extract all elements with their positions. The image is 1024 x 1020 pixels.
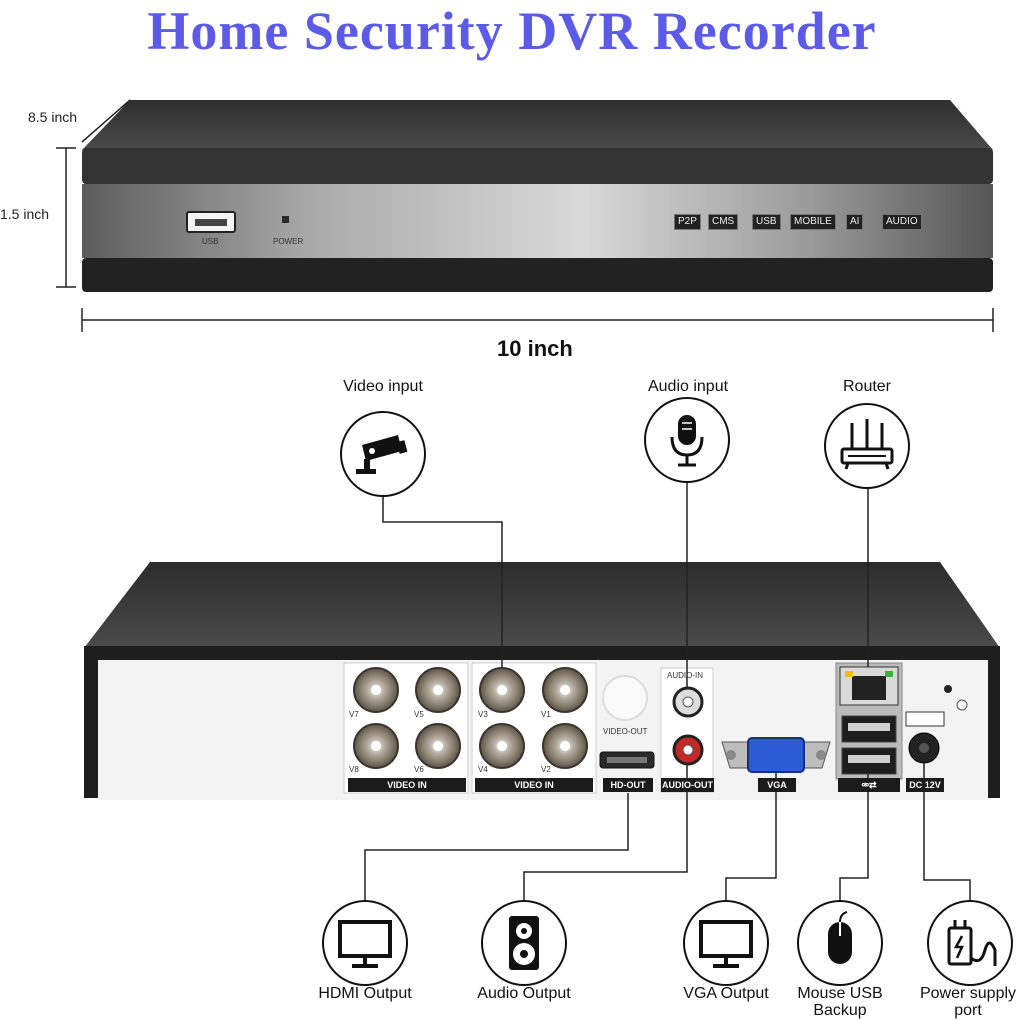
bnc-connectors — [353, 667, 588, 769]
front-view-drawing — [56, 99, 994, 332]
audio-output-label: Audio Output — [477, 985, 571, 1002]
bnc-label-v3: V3 — [478, 710, 488, 719]
audio-input-callout — [644, 397, 730, 483]
badge-audio: AUDIO — [882, 214, 922, 230]
dvr-top-lid — [82, 100, 993, 150]
bnc-label-v7: V7 — [349, 710, 359, 719]
audio-input-label: Audio input — [647, 378, 729, 395]
router-icon — [840, 419, 894, 470]
badge-ai: AI — [846, 214, 864, 230]
mouse-usb-label: Mouse USB Backup — [797, 985, 883, 1019]
page-title: Home Security DVR Recorder — [147, 1, 877, 61]
vga-strip: VGA — [758, 778, 796, 792]
video-out-port — [602, 675, 648, 721]
bnc-label-v1: V1 — [541, 710, 551, 719]
bnc-label-v4: V4 — [478, 765, 488, 774]
hd-out-strip: HD-OUT — [603, 778, 653, 792]
video-in-strip-right: VIDEO IN — [475, 778, 593, 792]
monitor-icon — [699, 920, 753, 968]
depth-label: 8.5 inch — [28, 109, 78, 125]
power-led — [282, 216, 289, 223]
video-in-strip-left: VIDEO IN — [348, 778, 466, 792]
width-label: 10 inch — [497, 336, 573, 361]
audio-output-callout — [481, 900, 567, 986]
bnc-label-v2: V2 — [541, 765, 551, 774]
usb-strip: ⚮⇄ — [838, 778, 900, 792]
badge-usb: USB — [752, 214, 781, 230]
badge-mobile: MOBILE — [790, 214, 836, 230]
bnc-label-v6: V6 — [414, 765, 424, 774]
connection-lines — [364, 482, 971, 902]
height-label: 1.5 inch — [0, 206, 50, 222]
speaker-icon — [509, 916, 539, 970]
router-label: Router — [842, 378, 892, 395]
audio-out-strip: AUDIO-OUT — [661, 778, 714, 792]
video-input-callout — [340, 411, 426, 497]
power-supply-label: Power supply port — [919, 985, 1017, 1019]
bnc-label-v8: V8 — [349, 765, 359, 774]
mouse-usb-callout — [797, 900, 883, 986]
vga-output-callout — [683, 900, 769, 986]
hdmi-output-label: HDMI Output — [318, 985, 412, 1002]
mouse-icon — [828, 911, 852, 964]
microphone-icon — [670, 415, 704, 467]
depth-dimension-line — [81, 99, 131, 143]
video-input-label: Video input — [343, 378, 423, 395]
audio-in-label: AUDIO-IN — [667, 671, 703, 680]
dc-strip: DC 12V — [906, 778, 944, 792]
monitor-icon — [338, 920, 392, 968]
badge-p2p: P2P — [674, 214, 701, 230]
power-adapter-icon — [947, 920, 997, 966]
hdmi-output-callout — [322, 900, 408, 986]
front-usb-label: USB — [202, 237, 219, 246]
power-supply-callout — [927, 900, 1013, 986]
front-power-label: POWER — [273, 237, 304, 246]
router-callout — [824, 403, 910, 489]
ground-screw — [944, 685, 952, 693]
vga-port — [747, 737, 805, 773]
dvr-rear-lid — [84, 562, 1000, 648]
bnc-label-v5: V5 — [414, 710, 424, 719]
video-out-label: VIDEO-OUT — [603, 727, 648, 736]
cctv-camera-icon — [356, 435, 408, 474]
vga-output-label: VGA Output — [683, 985, 769, 1002]
badge-cms: CMS — [708, 214, 739, 230]
